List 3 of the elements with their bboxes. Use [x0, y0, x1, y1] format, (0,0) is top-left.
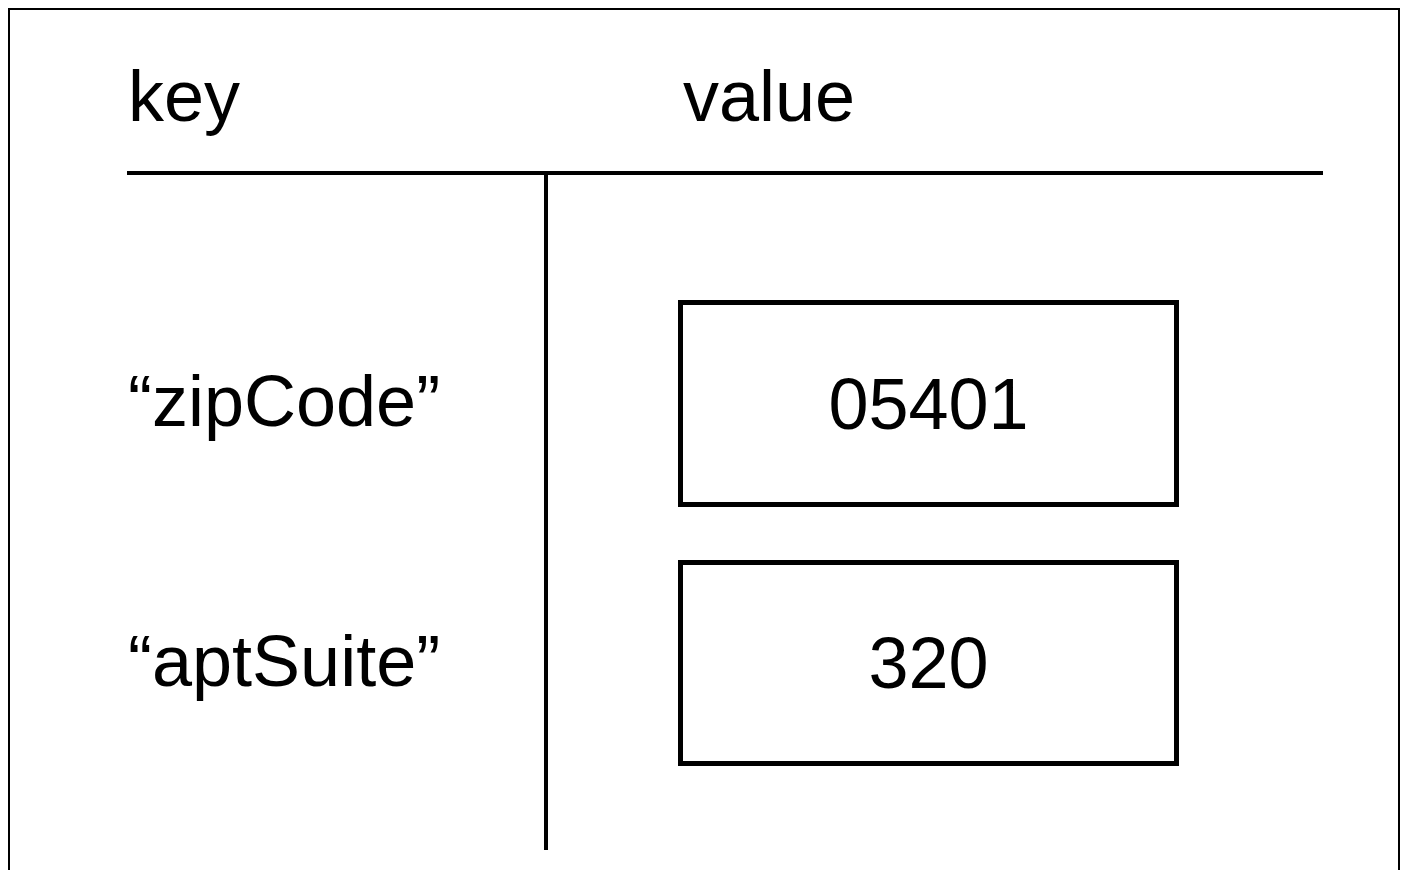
value-box: 320 — [678, 560, 1179, 766]
value-box: 05401 — [678, 300, 1179, 507]
column-header: value — [683, 60, 856, 132]
